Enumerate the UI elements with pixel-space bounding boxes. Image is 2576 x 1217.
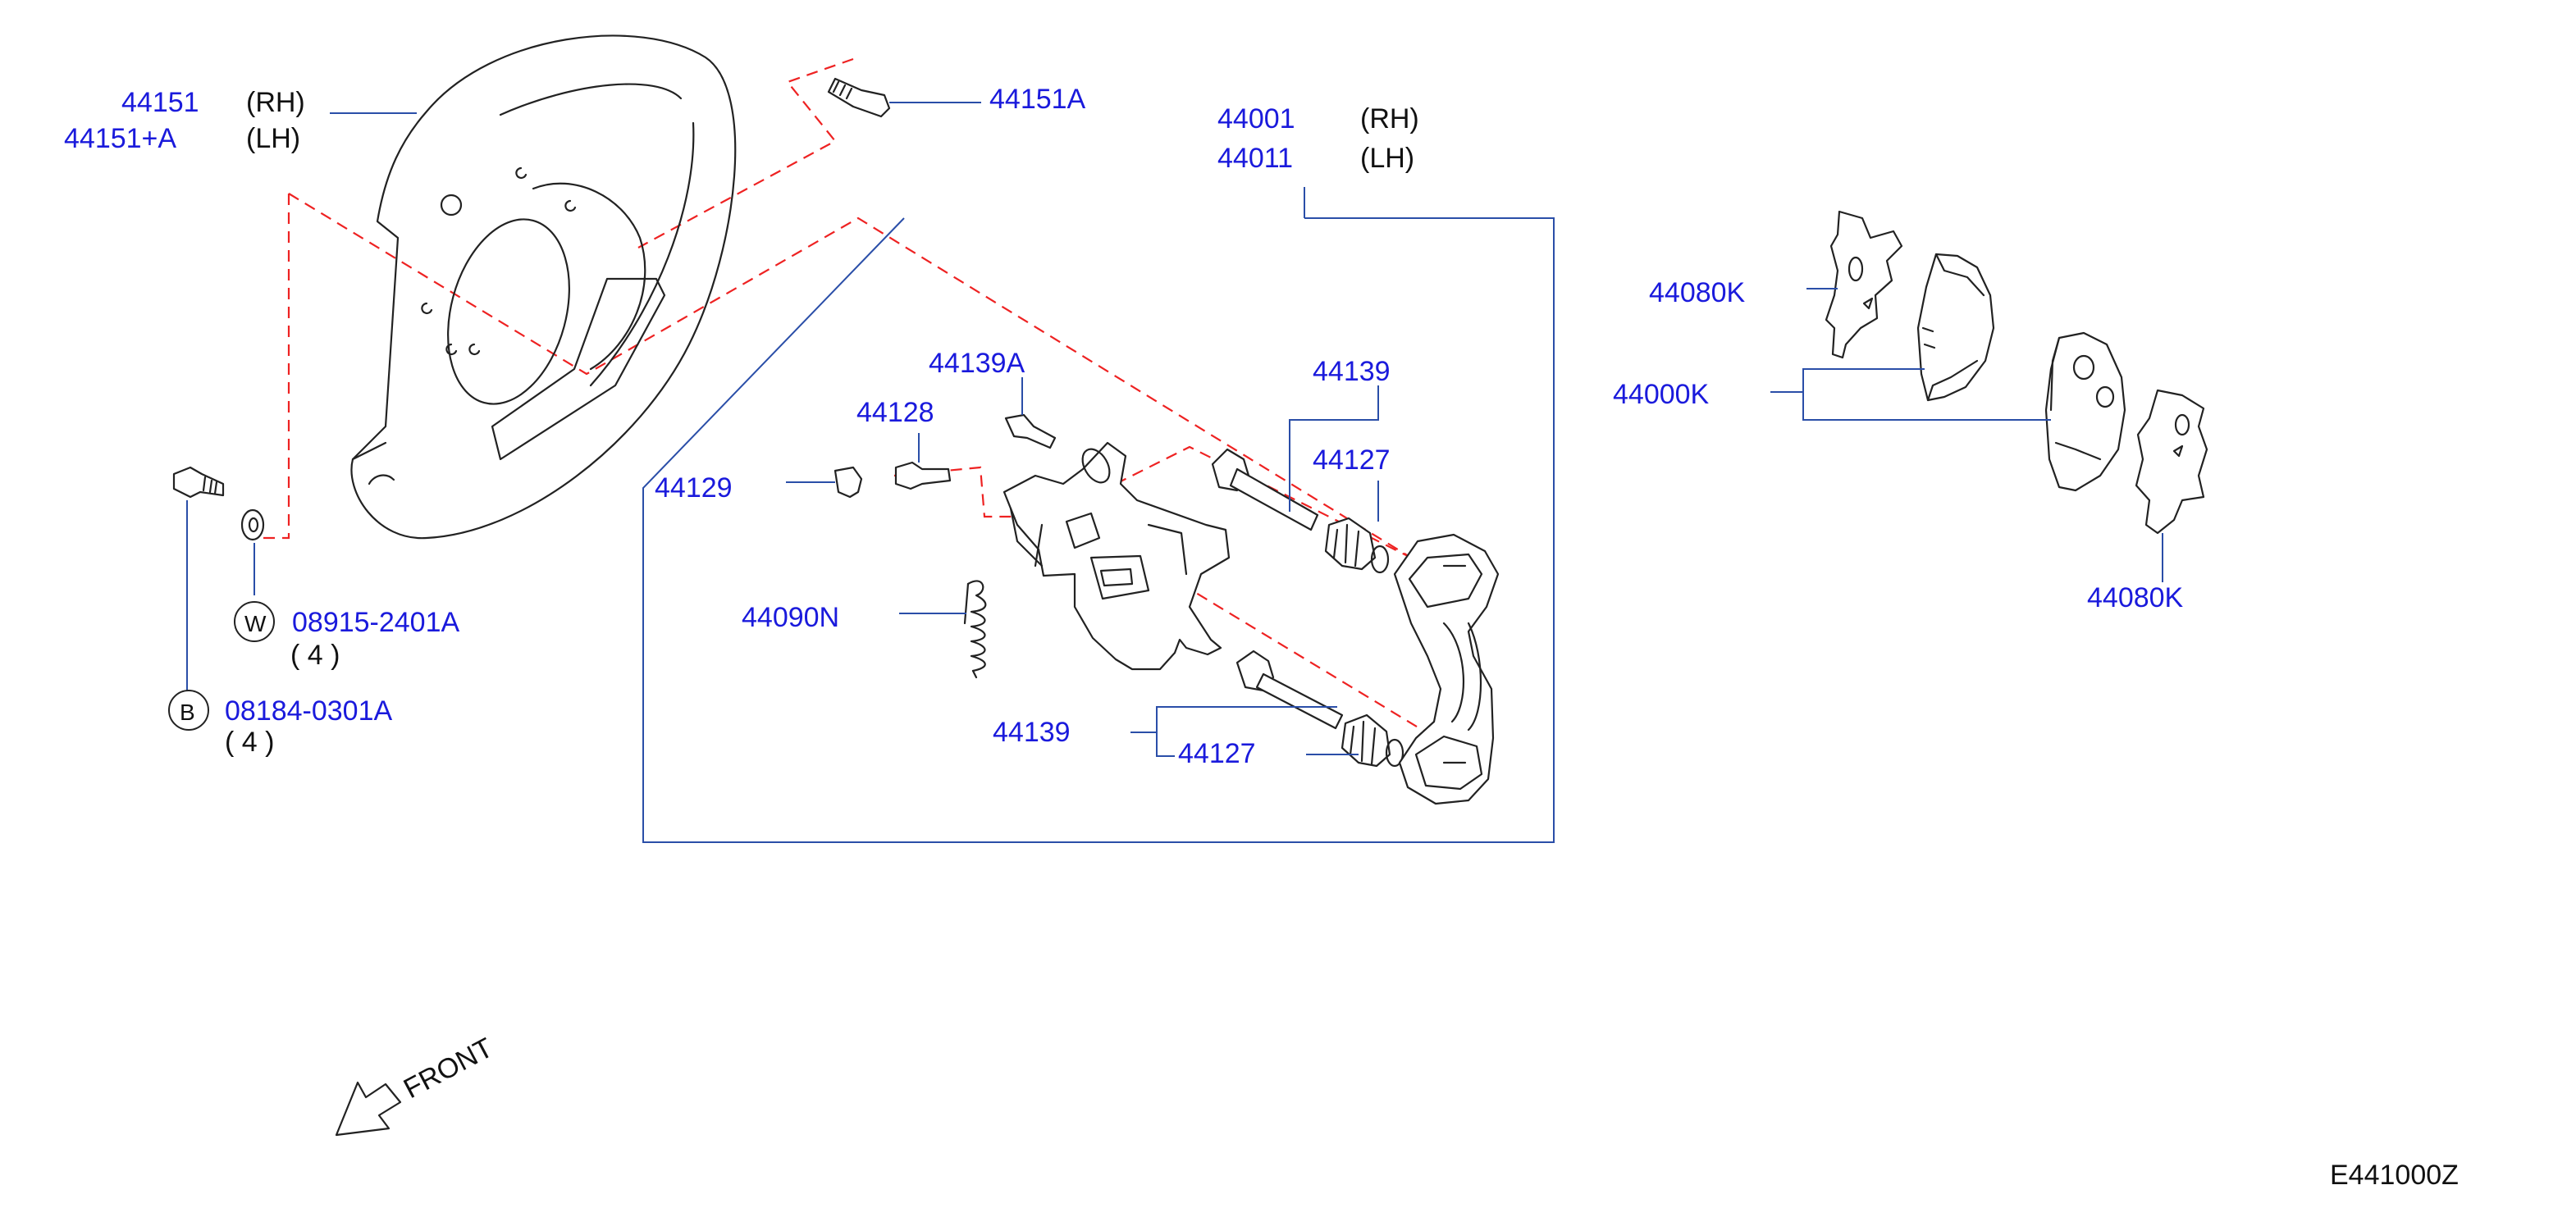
baffle-to-caliper-assembly-line — [288, 193, 1412, 558]
label-baffle-lh-side: (LH) — [246, 123, 300, 154]
pad-kit-leader-rear — [1802, 392, 2051, 421]
pad-kit-leader — [1770, 368, 1925, 393]
upper-pin-bolt — [1211, 448, 1319, 531]
label-pin-bolt-lower: 44139 — [993, 717, 1071, 748]
label-washer: 08915-2401A — [292, 607, 460, 638]
label-bolt-qty: ( 4 ) — [225, 727, 274, 758]
caliper-body — [1003, 441, 1231, 671]
label-baffle-lh: 44151+A — [64, 123, 176, 154]
label-caliper-lh: 44011 — [1217, 143, 1293, 174]
lower-pin-bolt — [1235, 650, 1344, 730]
lower-pin-boot — [1341, 713, 1404, 768]
brake-dust-shield — [350, 34, 737, 540]
baffle-mount-assembly-line — [263, 194, 290, 540]
baffle-bolt — [827, 77, 891, 118]
label-shim-lower: 44080K — [2087, 582, 2184, 613]
label-baffle-bolt: 44151A — [989, 84, 1086, 115]
caliper-bracket — [1393, 533, 1500, 805]
bolt-code-circle — [168, 690, 209, 731]
upper-pin-boot — [1324, 517, 1390, 574]
label-pin-boot-lower: 44127 — [1178, 738, 1256, 769]
front-direction-arrow — [335, 1081, 402, 1137]
label-caliper-rh-side: (RH) — [1360, 103, 1419, 134]
label-shim-upper: 44080K — [1649, 277, 1746, 308]
lower-pin-assembly-line — [1164, 573, 1436, 739]
brake-pad-rear — [2044, 331, 2126, 492]
upper-pin-leader — [1289, 385, 1379, 512]
label-front: FRONT — [399, 1032, 498, 1105]
label-spring: 44090N — [742, 602, 839, 633]
diagram-id: E441000Z — [2330, 1160, 2459, 1191]
pin-assembly-line — [1115, 445, 1412, 558]
lower-pin-leader — [1130, 706, 1337, 733]
label-pin-bolt-upper: 44139 — [1313, 356, 1391, 387]
washer — [240, 508, 265, 541]
brake-pad-front — [1916, 253, 1995, 402]
label-washer-qty: ( 4 ) — [290, 640, 340, 671]
washer-code: W — [244, 611, 267, 636]
pad-shim-lower — [2135, 389, 2208, 535]
bleeder-screw — [894, 461, 952, 490]
bleeder-cap — [834, 466, 863, 499]
bolt-code: B — [180, 700, 195, 725]
label-bolt: 08184-0301A — [225, 695, 393, 727]
label-caliper-rh: 44001 — [1217, 103, 1295, 134]
pad-shim-upper — [1825, 210, 1903, 359]
label-bleeder-cap: 44129 — [655, 472, 733, 504]
lower-boot-leader — [1156, 732, 1175, 757]
label-baffle-rh-side: (RH) — [246, 87, 305, 118]
mounting-bolt — [172, 466, 225, 499]
label-bleeder-bolt: 44139A — [929, 348, 1025, 379]
label-pin-boot-upper: 44127 — [1313, 444, 1391, 476]
label-pad-kit: 44000K — [1613, 379, 1710, 410]
baffle-bolt-assembly-line — [637, 57, 854, 248]
label-baffle-rh: 44151 — [121, 87, 199, 118]
washer-code-circle — [234, 601, 275, 642]
label-bleeder-screw: 44128 — [856, 397, 934, 428]
caliper-assembly-frame — [642, 217, 1555, 843]
bleeder-bolt — [1004, 413, 1057, 449]
caliper-spring — [963, 580, 987, 679]
label-caliper-lh-side: (LH) — [1360, 143, 1414, 174]
